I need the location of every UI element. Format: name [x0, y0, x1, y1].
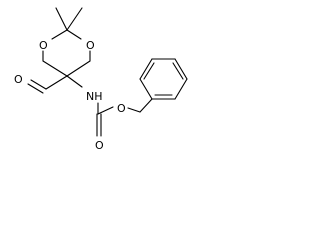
atom-label-o-aldehyde: O [14, 73, 23, 86]
bond-cho-o-b [27, 83, 44, 94]
bond-c4-c5 [66, 60, 91, 77]
bond-ring-6 [139, 78, 153, 100]
bonds [27, 7, 188, 137]
bond-ring-double-2 [172, 62, 184, 80]
bond-ring-double-3 [143, 62, 155, 80]
bond-ring-3 [174, 58, 188, 80]
atom-label-nh: NH [86, 90, 103, 103]
bond-c6-c5 [42, 60, 68, 77]
bond-c5-cho [45, 75, 68, 90]
bond-cho-o-a [30, 79, 47, 90]
bond-c2-o3 [66, 29, 82, 40]
atom-label-o1: O [39, 39, 48, 52]
bond-c5-n [66, 75, 83, 88]
atom-labels: O O O NH O O [14, 39, 126, 152]
bond-methyl-1 [55, 7, 68, 31]
molecule-structure: O O O NH O O [14, 7, 188, 152]
bond-ring-5 [139, 58, 153, 80]
bond-ring-2 [174, 78, 188, 100]
atom-label-o-ester: O [117, 102, 126, 115]
bond-carbonyl-o-ester [97, 106, 114, 115]
bond-ch2-ring [139, 98, 153, 113]
atom-label-o-carbonyl: O [95, 139, 104, 152]
atom-label-o3: O [86, 39, 95, 52]
bond-c2-o1 [51, 29, 68, 40]
bond-o-ch2 [127, 107, 141, 113]
bond-methyl-2 [66, 7, 83, 31]
